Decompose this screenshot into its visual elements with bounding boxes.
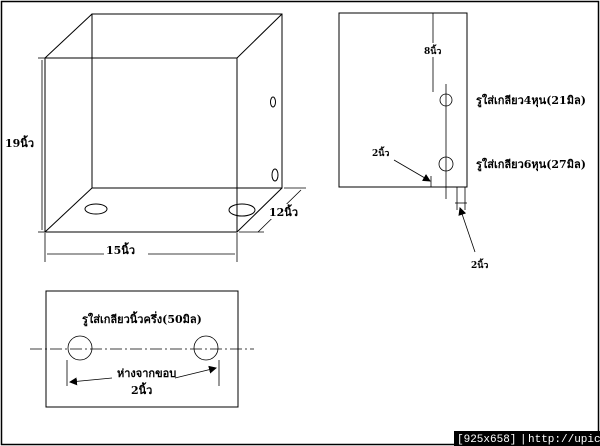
side-left-offset-label: 2นิ้ว (372, 146, 389, 159)
box-edge-bl (44, 187, 93, 233)
side-panel (338, 12, 468, 188)
bottom-arrow-right (174, 365, 217, 379)
side-hole-small-label: รูใส่เกลียว4หุน(21มิล) (476, 93, 586, 108)
box-side-hole-lower (271, 168, 279, 182)
bottom-arrow-left (69, 377, 113, 386)
box-depth-label: 12นิ้ว (269, 204, 298, 219)
box-bottom-hole-left (84, 203, 108, 215)
left-offset-arrow (393, 159, 431, 182)
box-edge-br (236, 187, 283, 233)
box-edge-tl (44, 13, 93, 59)
box-side-hole-upper (270, 96, 276, 108)
height-label-bg (4, 135, 34, 150)
box-bottom-hole-right (228, 203, 256, 217)
side-top-offset-label: 8นิ้ว (424, 44, 441, 57)
side-hole-large-label: รูใส่เกลียว6หุน(27มิล) (476, 157, 586, 172)
side-hole-large (438, 156, 454, 172)
watermark-separator: | (520, 434, 527, 446)
side-hole-small (439, 93, 453, 107)
box-3d (44, 13, 283, 233)
bottom-panel-geometry (30, 335, 254, 386)
width-label-bg (104, 243, 148, 258)
bottom-edge-text: ห่างจากขอบ (117, 367, 176, 380)
side-bottom-offset-label: 2นิ้ว (471, 258, 488, 271)
box-width-label: 15นิ้ว (106, 242, 135, 257)
box-back-face (91, 13, 283, 189)
bottom-hole-left (67, 335, 93, 361)
bottom-hole-label: รูใส่เกลียวนิ้วครึ่ง(50มิล) (82, 311, 202, 327)
depth-label-bg (268, 204, 298, 219)
box-height-dimension (38, 57, 46, 233)
watermark-bg (454, 431, 600, 446)
bottom-edge-distance: 2นิ้ว (131, 382, 152, 397)
watermark-size: [925x658] (457, 434, 516, 446)
bottom-offset-arrow (458, 207, 476, 253)
top-offset-label-bg (423, 43, 443, 57)
bottom-hole-right (193, 335, 219, 361)
box-edge-tr (236, 13, 283, 59)
box-front-face (44, 57, 238, 233)
box-height-label: 19นิ้ว (5, 135, 34, 150)
watermark-url: http://upic.me/ (528, 434, 600, 446)
